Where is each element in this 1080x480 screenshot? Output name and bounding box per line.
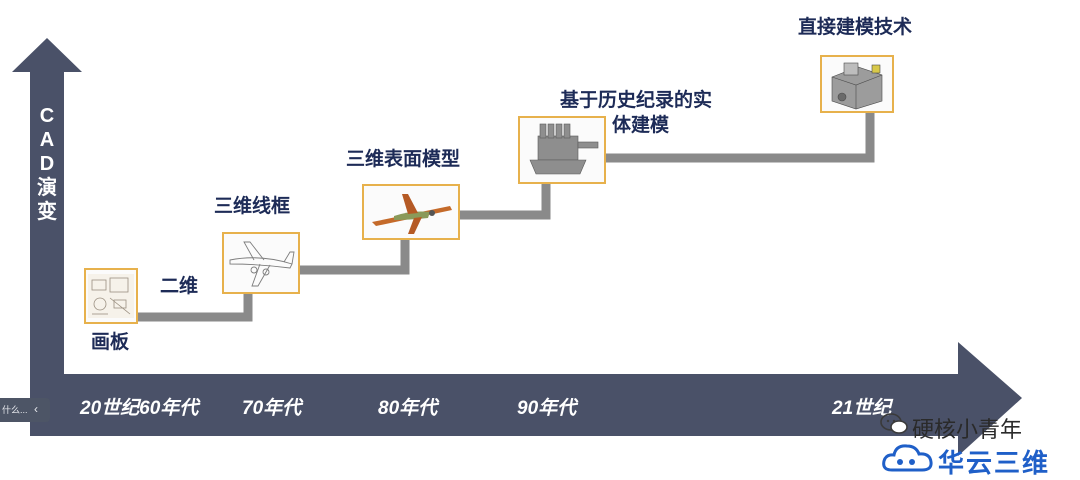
direct-model-part-image (820, 55, 894, 113)
era-label-1980s: 80年代 (378, 398, 438, 419)
watermark-account-name: 硬核小青年 (912, 417, 1023, 442)
cloud-logo-icon (882, 444, 933, 472)
stage-label-drawing-board: 画板 (91, 332, 130, 353)
era-label-1960s: 20世纪60年代 (80, 398, 199, 419)
era-label-1990s: 90年代 (517, 398, 577, 419)
stage-label-2d: 二维 (160, 276, 199, 297)
era-label-21st-century: 21世纪 (832, 398, 892, 419)
stage-label-direct-modeling: 直接建模技术 (798, 17, 913, 38)
engine-solid-model-image (518, 116, 606, 184)
surface-model-airplane-image (362, 184, 460, 240)
stage-label-history-based-solid-modeling-line1: 基于历史纪录的实 (560, 90, 713, 111)
stage-label-3d-wireframe: 三维线框 (214, 196, 291, 217)
brand-name: 华云三维 (938, 448, 1051, 478)
side-tab-label: 什么... (2, 405, 28, 415)
wireframe-airplane-image (222, 232, 300, 294)
vertical-axis-arrow (12, 38, 82, 435)
drawing-board-image (84, 268, 138, 324)
stage-label-history-based-solid-modeling-line2: 体建模 (612, 115, 670, 136)
side-collapse-tab[interactable]: 什么... ‹ (0, 398, 50, 422)
horizontal-axis-arrow (30, 342, 1022, 456)
wechat-icon (880, 413, 908, 434)
era-label-1970s: 70年代 (242, 398, 302, 419)
stage-label-3d-surface-model: 三维表面模型 (346, 149, 461, 170)
axis-title-cad-evolution: C A D 演 变 (37, 105, 57, 223)
chevron-left-icon[interactable]: ‹ (34, 402, 38, 416)
